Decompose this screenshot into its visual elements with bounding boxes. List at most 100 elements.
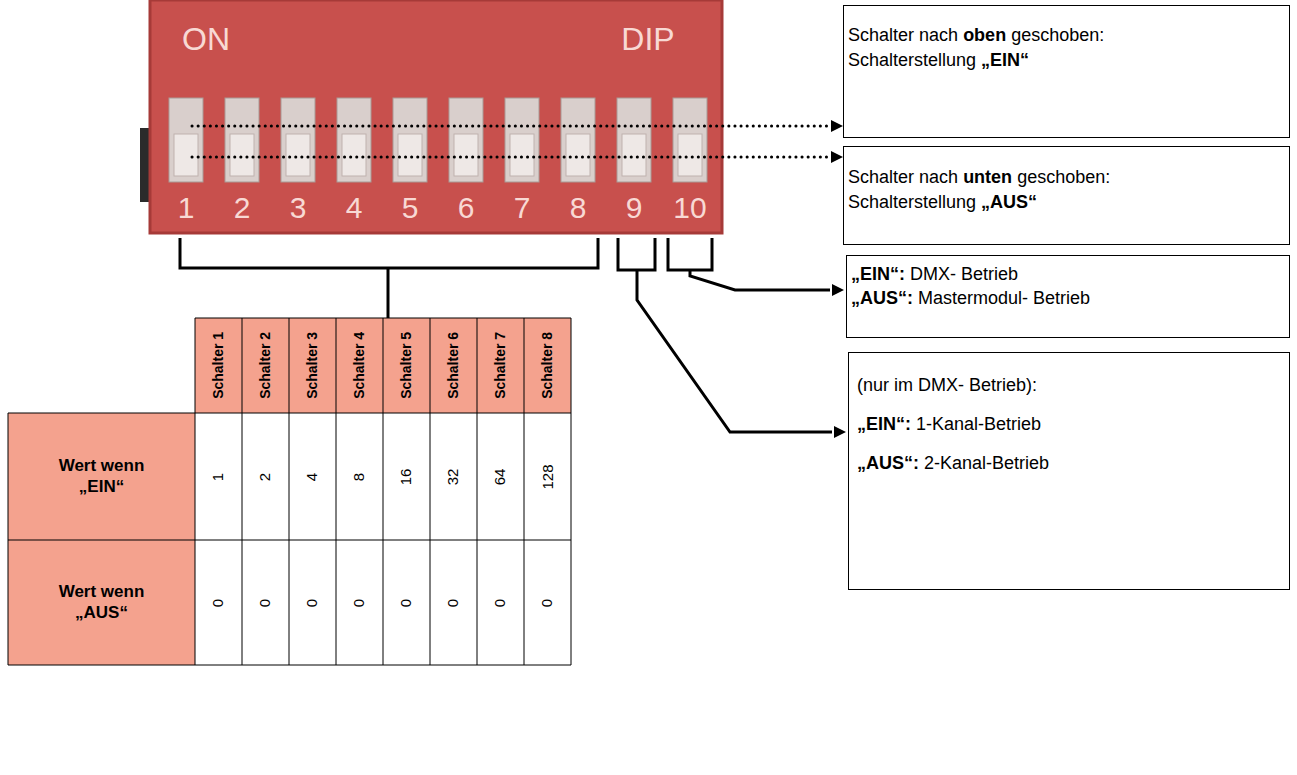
switch-slider [398,134,422,176]
switch-number: 5 [402,190,419,226]
arrow-head [834,426,846,438]
label-cell: 128 [524,413,571,540]
row-header: Wert wenn „EIN“ [46,456,158,497]
label-cell: ON [158,16,254,62]
switch-slot [673,98,707,182]
leader-line [690,270,830,290]
box-text: Schalter nach oben geschoben: [848,23,1283,47]
grid-line [336,318,337,665]
label-cell: 0 [430,540,477,665]
switch-sliders [174,134,702,176]
column-header: Schalter 5 [398,332,415,399]
label-cell: 2 [242,413,289,540]
switch-slot [449,98,483,182]
switch-marking: DIP [621,20,674,58]
grid-line [430,318,431,665]
switch-slot [561,98,595,182]
bracket [668,238,712,270]
column-header: Schalter 4 [351,332,368,399]
label-cell: 0 [242,540,289,665]
switch-slot [337,98,371,182]
column-header: Schalter 8 [539,332,556,399]
switch-number: 3 [290,190,307,226]
label-cell: 0 [195,540,242,665]
switch-housing [150,0,722,233]
label-cell: Schalter 5 [383,318,430,413]
label-cell: 7 [495,186,549,230]
table-value: 8 [351,472,369,480]
switch-slider [678,134,702,176]
switch-marking: ON [182,20,230,58]
dotted-pointers [192,120,843,163]
column-header: Schalter 1 [210,332,227,399]
bold-word: „AUS“: [857,453,919,473]
switch-slot [169,98,203,182]
info-box: „EIN“: DMX- Betrieb„AUS“: Mastermodul- B… [846,255,1290,338]
switch-number: 7 [514,190,531,226]
box-text: „EIN“: 1-Kanal-Betrieb [857,412,1283,436]
label-cell: 4 [289,413,336,540]
table-value: 0 [445,598,463,606]
label-cell: 0 [336,540,383,665]
switch-slot [225,98,259,182]
switch-slider [454,134,478,176]
dip-switch-photo [140,0,722,233]
switch-slots [169,98,707,182]
switch-number: 9 [626,190,643,226]
label-cell: 0 [477,540,524,665]
switch-slot [617,98,651,182]
bold-word: „EIN“: [857,414,911,434]
label-cell: 0 [524,540,571,665]
bold-word: „EIN“: [851,264,905,284]
bold-word: „AUS“: [851,288,913,308]
arrow-head [832,284,844,296]
table-value: 0 [210,598,228,606]
label-cell: Schalter 7 [477,318,524,413]
table-value: 0 [257,598,275,606]
label-cell: 6 [439,186,493,230]
row-header-fill [8,413,195,540]
bold-word: „EIN“ [981,50,1029,70]
box-text: „AUS“: Mastermodul- Betrieb [851,286,1283,310]
label-cell: 64 [477,413,524,540]
label-cell: 10 [663,186,717,230]
column-header: Schalter 2 [257,332,274,399]
table-value: 64 [492,468,510,485]
grid-line [524,318,525,665]
dotted-line [192,156,831,159]
label-cell: Schalter 8 [524,318,571,413]
switch-slider [622,134,646,176]
table-value: 0 [351,598,369,606]
label-cell: 1 [195,413,242,540]
grid-line [477,318,478,665]
label-cell: 8 [551,186,605,230]
leader-line [637,270,832,432]
dotted-line [192,125,831,128]
label-cell: Wert wenn „AUS“ [8,540,195,665]
grid-line [8,413,9,665]
box-text: Schalter nach unten geschoben: [848,165,1283,189]
switch-slider [510,134,534,176]
switch-number: 1 [178,190,195,226]
housing-edge [150,0,722,233]
label-cell: Schalter 3 [289,318,336,413]
bold-word: oben [963,25,1006,45]
bracket [618,238,655,270]
brackets [180,238,832,432]
table-value: 0 [492,598,510,606]
label-cell: 3 [271,186,325,230]
column-header: Schalter 3 [304,332,321,399]
switch-number: 2 [234,190,251,226]
switch-slot [393,98,427,182]
info-box: (nur im DMX- Betrieb):„EIN“: 1-Kanal-Bet… [848,352,1290,590]
table-grid [8,318,571,665]
grid-line [289,318,290,665]
column-header: Schalter 6 [445,332,462,399]
box-text: „EIN“: DMX- Betrieb [851,262,1283,286]
table-value: 16 [398,468,416,485]
switch-slider [342,134,366,176]
info-box: Schalter nach oben geschoben:Schalterste… [843,5,1290,138]
table-value: 128 [539,464,557,489]
table-value: 32 [445,468,463,485]
bold-word: unten [963,167,1012,187]
